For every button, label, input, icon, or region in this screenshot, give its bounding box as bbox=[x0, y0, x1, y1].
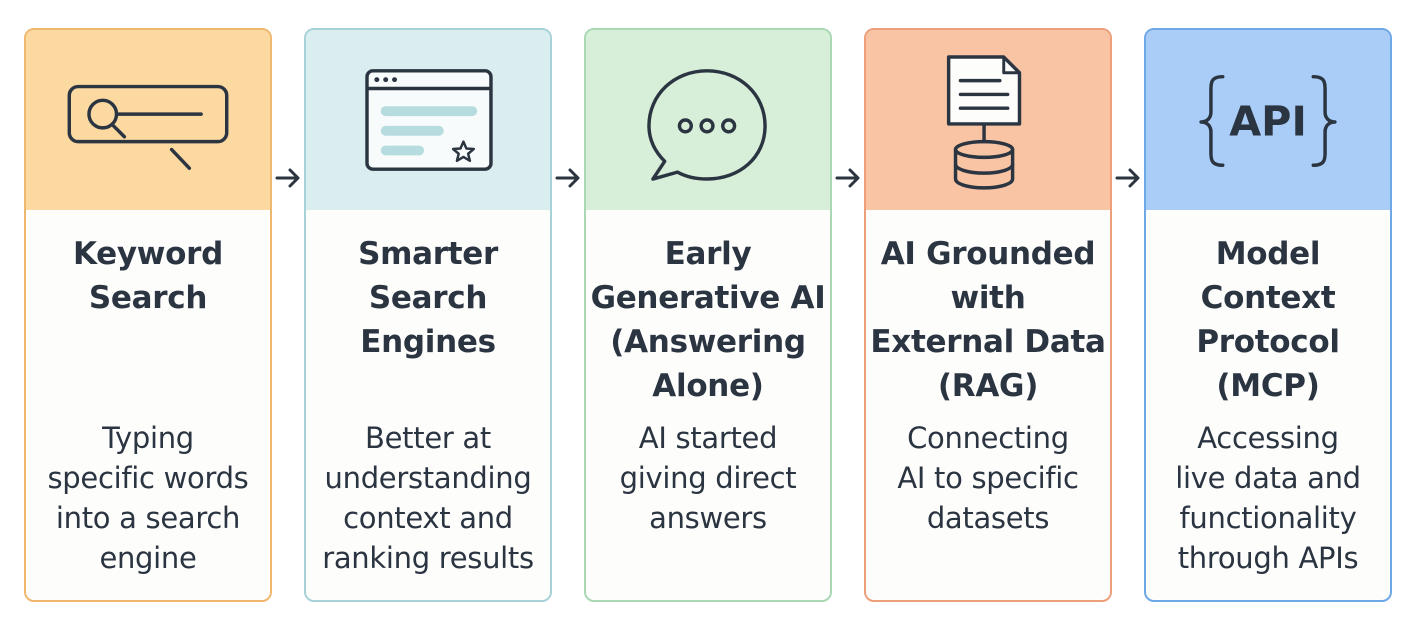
step-card-early-generative-ai: Early Generative AI (Answering Alone) AI… bbox=[584, 28, 832, 602]
step-description: Better at understanding context and rank… bbox=[322, 421, 534, 575]
step-title: Keyword Search bbox=[72, 236, 224, 316]
step-description: Accessing live data and functionality th… bbox=[1175, 421, 1361, 575]
step-description: Typing specific words into a search engi… bbox=[47, 421, 249, 575]
browser-window-icon bbox=[365, 69, 493, 171]
arrow-right-icon bbox=[554, 160, 582, 196]
step-title: Smarter Search Engines bbox=[358, 236, 498, 360]
step-title: Early Generative AI (Answering Alone) bbox=[590, 236, 826, 404]
step-title: Model Context Protocol (MCP) bbox=[1196, 236, 1340, 404]
card-header-band bbox=[586, 30, 830, 210]
search-bar-icon bbox=[67, 84, 229, 170]
card-header-band bbox=[306, 30, 550, 210]
step-card-smarter-search: Smarter Search Engines Better at underst… bbox=[304, 28, 552, 602]
card-header-band bbox=[26, 30, 270, 210]
api-label: API bbox=[1229, 98, 1307, 146]
card-header-band bbox=[866, 30, 1110, 210]
document-database-icon bbox=[946, 55, 1022, 190]
api-icon: API bbox=[1199, 74, 1337, 167]
arrow-right-icon bbox=[1114, 160, 1142, 196]
arrow-right-icon bbox=[274, 160, 302, 196]
arrow-right-icon bbox=[834, 160, 862, 196]
step-card-mcp: API Model Context Protocol (MCP) Accessi… bbox=[1144, 28, 1392, 602]
chat-bubble-icon bbox=[647, 69, 767, 181]
step-title: AI Grounded with External Data (RAG) bbox=[870, 236, 1106, 404]
step-description: Connecting AI to specific datasets bbox=[897, 421, 1079, 535]
card-header-band: API bbox=[1146, 30, 1390, 210]
step-description: AI started giving direct answers bbox=[619, 421, 797, 535]
step-card-keyword-search: Keyword Search Typing specific words int… bbox=[24, 28, 272, 602]
step-card-rag: AI Grounded with External Data (RAG) Con… bbox=[864, 28, 1112, 602]
